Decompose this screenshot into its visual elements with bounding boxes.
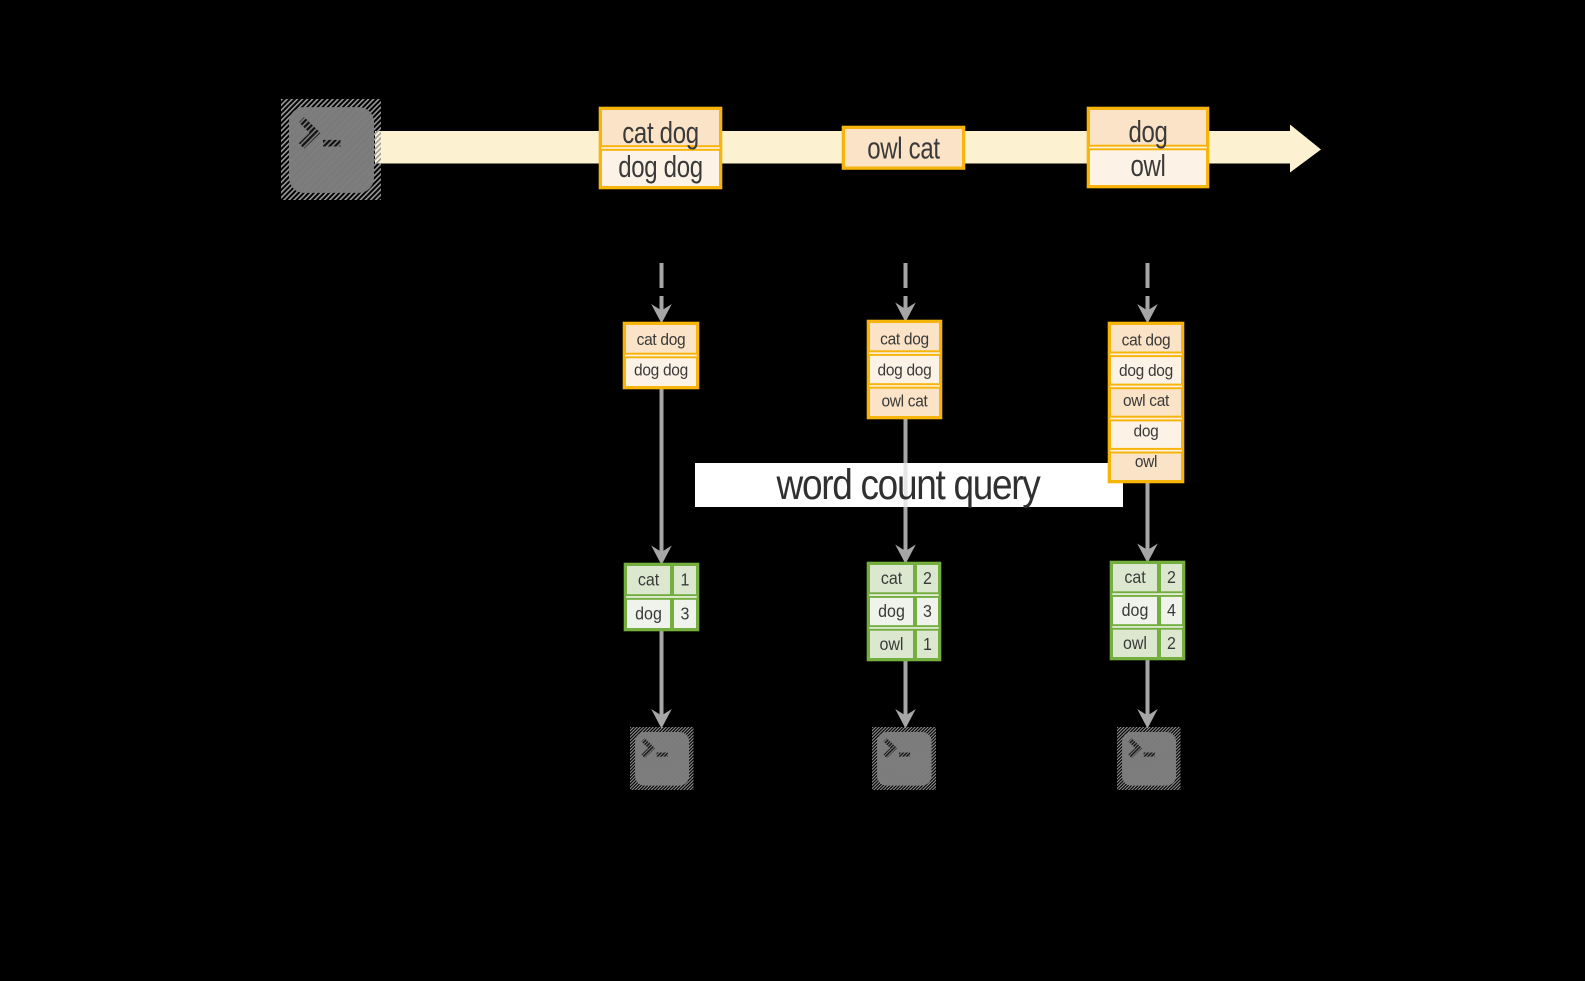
svg-text:1: 1 [681,570,690,590]
svg-text:dog: dog [1134,422,1159,441]
svg-text:owl cat: owl cat [881,392,928,411]
svg-text:1: 1 [923,634,932,654]
svg-text:3: 3 [681,604,690,624]
svg-text:cat dog: cat dog [1122,331,1171,350]
svg-text:word count query: word count query [776,462,1041,509]
svg-text:dog: dog [1122,600,1149,620]
svg-text:owl cat: owl cat [867,131,940,166]
svg-text:cat: cat [1124,567,1146,587]
svg-text:4: 4 [1167,600,1176,620]
svg-text:dog dog: dog dog [878,361,932,380]
svg-text:cat dog: cat dog [637,330,686,349]
svg-text:dog: dog [878,601,905,621]
svg-text:dog dog: dog dog [634,361,688,380]
svg-text:owl: owl [880,634,904,654]
svg-text:dog dog: dog dog [1119,361,1173,380]
svg-text:2: 2 [1167,633,1176,653]
svg-text:dog: dog [1128,114,1167,149]
svg-text:dog dog: dog dog [618,149,703,184]
svg-text:owl: owl [1135,452,1157,471]
svg-text:owl: owl [1123,633,1147,653]
svg-text:cat dog: cat dog [622,115,699,150]
svg-text:2: 2 [1167,567,1176,587]
svg-text:3: 3 [923,601,932,621]
svg-text:cat: cat [638,570,660,590]
svg-text:cat dog: cat dog [880,330,929,349]
svg-text:cat: cat [881,568,903,588]
svg-text:owl cat: owl cat [1123,392,1170,411]
svg-text:2: 2 [923,568,932,588]
svg-text:owl: owl [1130,148,1165,183]
svg-text:dog: dog [635,604,662,624]
